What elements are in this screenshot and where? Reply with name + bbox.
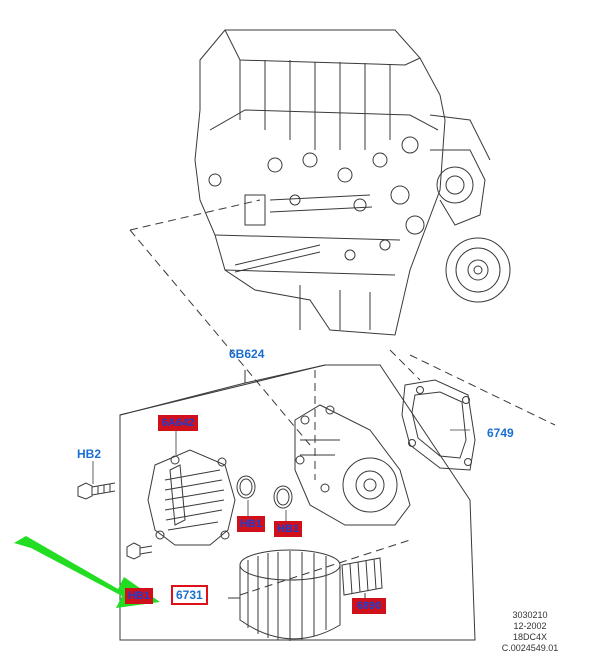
green-arrow-icon xyxy=(14,536,160,608)
tag-hb1-bolt: HB1 xyxy=(125,588,153,604)
assembly-bracket xyxy=(119,364,326,416)
o-ring-lower xyxy=(273,485,293,509)
callout-6749: 6749 xyxy=(487,426,514,440)
tag-hb1-seal-upper: HB1 xyxy=(237,516,265,532)
callout-6731-highlighted: 6731 xyxy=(171,585,208,605)
ref-code-2: 18DC4X xyxy=(512,632,548,642)
tag-hb1-seal-lower: HB1 xyxy=(274,521,302,537)
bolt-hb2-illustration xyxy=(77,482,116,500)
tag-6a642: 6A642 xyxy=(158,415,198,431)
gasket-illustration xyxy=(401,379,476,471)
oil-cooler-illustration xyxy=(147,449,236,546)
callout-hb2: HB2 xyxy=(77,447,102,461)
filter-housing-illustration xyxy=(294,404,411,526)
ref-code-1: 3030210 xyxy=(512,610,548,620)
engine-block-illustration xyxy=(194,29,511,336)
o-ring-upper xyxy=(236,475,256,499)
leader-lines xyxy=(92,429,470,605)
tag-6890: 6890 xyxy=(352,598,386,614)
nipple-illustration xyxy=(341,557,383,600)
ref-code-3: C.0024549.01 xyxy=(501,643,559,653)
ref-date: 12-2002 xyxy=(513,621,547,631)
oil-filter-illustration xyxy=(228,549,341,641)
callout-6b624: 6B624 xyxy=(229,347,265,361)
bolt-hb1-illustration xyxy=(126,542,153,560)
reference-codes: 3030210 12-2002 18DC4X C.0024549.01 xyxy=(490,610,570,654)
